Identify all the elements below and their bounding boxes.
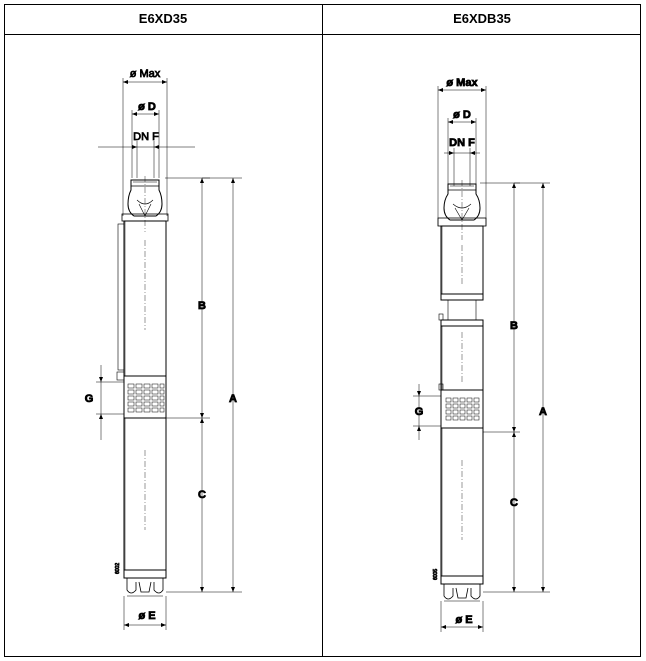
dim-label-g: G	[85, 393, 94, 405]
strainer-grid-e6xdb35	[445, 397, 480, 421]
pump-drawing-e6xdb35: ø Max ø D DN F	[413, 77, 550, 632]
dim-label-e: ø E	[138, 610, 155, 622]
dim-label-d: ø D	[138, 101, 156, 113]
dim-label-c: C	[198, 489, 206, 501]
drawing-stamp: 6002	[115, 563, 121, 574]
header-divider	[4, 34, 641, 35]
dim-label-b: B	[510, 320, 518, 332]
dim-label-max: ø Max	[130, 68, 161, 80]
drawing-stamp: 6005	[433, 569, 439, 580]
dim-label-dnf: DN F	[449, 137, 475, 149]
dim-label-d: ø D	[453, 109, 471, 121]
dim-label-g: G	[415, 406, 424, 418]
dim-label-max: ø Max	[446, 77, 478, 89]
pump-drawing-e6xd35: ø Max ø D DN F	[84, 68, 242, 630]
dim-label-b: B	[198, 300, 206, 312]
column-title-e6xdb35: E6XDB35	[453, 11, 511, 26]
dim-label-a: A	[229, 393, 237, 405]
column-title-e6xd35: E6XD35	[138, 11, 188, 26]
strainer-grid-e6xd35	[127, 383, 165, 413]
dim-label-c: C	[510, 497, 518, 509]
dim-label-a: A	[539, 406, 547, 418]
dim-label-dnf: DN F	[133, 131, 159, 143]
dim-label-e: ø E	[455, 614, 472, 626]
column-divider	[322, 4, 323, 657]
